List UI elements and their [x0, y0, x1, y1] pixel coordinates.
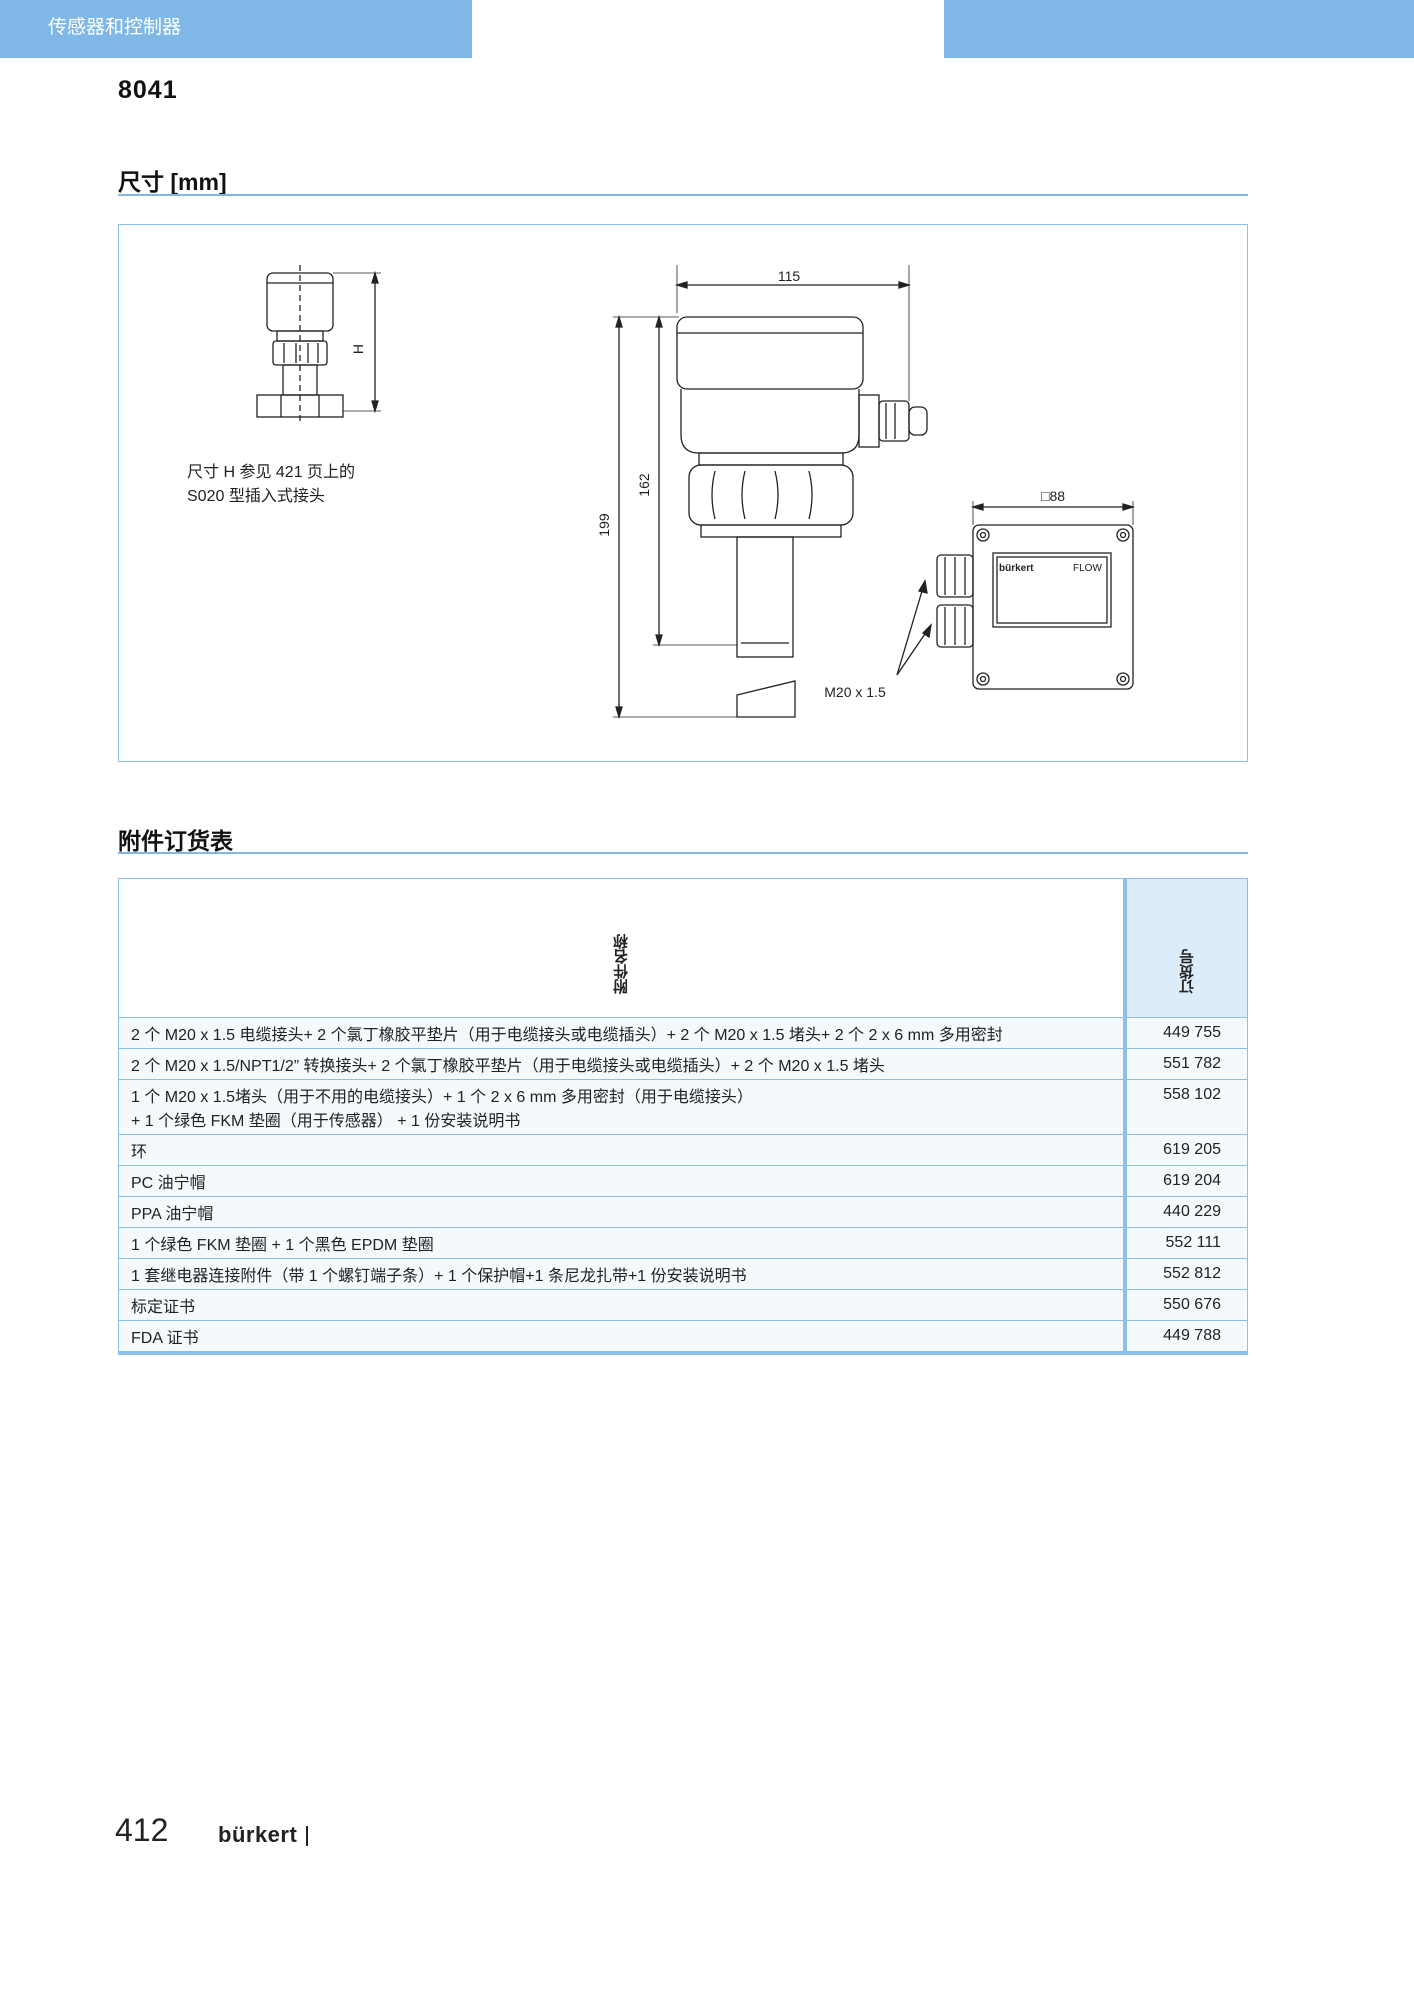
order-number: 551 782 [1123, 1048, 1248, 1080]
accessory-name-line-2: + 1 个绿色 FKM 垫圈（用于传感器） + 1 份安装说明书 [131, 1113, 521, 1130]
order-number: 449 755 [1123, 1017, 1248, 1049]
dim-199-label: 199 [596, 513, 612, 537]
accessory-name: 1 个 M20 x 1.5堵头（用于不用的电缆接头）+ 1 个 2 x 6 mm… [118, 1079, 1126, 1135]
thread-label: M20 x 1.5 [824, 684, 886, 700]
dim-h-label: H [350, 344, 366, 354]
order-number: 552 111 [1123, 1227, 1248, 1259]
flow-label: FLOW [1073, 563, 1102, 574]
accessory-name: 1 套继电器连接附件（带 1 个螺钉端子条）+ 1 个保护帽+1 条尼龙扎带+1… [118, 1258, 1126, 1290]
order-number: 619 204 [1123, 1165, 1248, 1197]
dim-162-label: 162 [636, 473, 652, 497]
order-number: 550 676 [1123, 1289, 1248, 1321]
accessories-table: 附件名称 订货号 2 个 M20 x 1.5 电缆接头+ 2 个氯丁橡胶平垫片（… [118, 878, 1248, 1355]
table-row: 1 个绿色 FKM 垫圈 + 1 个黑色 EPDM 垫圈 552 111 [118, 1227, 1248, 1259]
table-row: PC 油宁帽 619 204 [118, 1165, 1248, 1197]
header-band-right [944, 0, 1414, 58]
dimension-note-line-2: S020 型插入式接头 [187, 488, 325, 505]
front-logo: bürkert [999, 563, 1034, 574]
table-row: 1 个 M20 x 1.5堵头（用于不用的电缆接头）+ 1 个 2 x 6 mm… [118, 1079, 1248, 1135]
dimension-note: 尺寸 H 参见 421 页上的 S020 型插入式接头 [187, 461, 355, 509]
table-row: FDA 证书 449 788 [118, 1320, 1248, 1355]
accessory-name-line-1: 1 个 M20 x 1.5堵头（用于不用的电缆接头）+ 1 个 2 x 6 mm… [131, 1089, 753, 1106]
column-header-name-text: 附件名称 [612, 934, 630, 994]
table-row: 1 套继电器连接附件（带 1 个螺钉端子条）+ 1 个保护帽+1 条尼龙扎带+1… [118, 1258, 1248, 1290]
accessory-name: 1 个绿色 FKM 垫圈 + 1 个黑色 EPDM 垫圈 [118, 1227, 1126, 1259]
order-number: 440 229 [1123, 1196, 1248, 1228]
page-number: 412 [115, 1812, 169, 1848]
accessories-rule [118, 852, 1248, 854]
dim-88-label: □88 [1041, 488, 1065, 504]
table-row: 2 个 M20 x 1.5 电缆接头+ 2 个氯丁橡胶平垫片（用于电缆接头或电缆… [118, 1017, 1248, 1049]
transmitter-side-view [613, 265, 928, 720]
table-row: 环 619 205 [118, 1134, 1248, 1166]
dimensions-rule [118, 194, 1248, 196]
column-header-order-no-text: 订货号 [1178, 949, 1196, 994]
brand-logo: bürkert [218, 1822, 298, 1847]
column-header-order-no: 订货号 [1123, 878, 1248, 1018]
table-row: PPA 油宁帽 440 229 [118, 1196, 1248, 1228]
accessory-name: 2 个 M20 x 1.5/NPT1/2” 转换接头+ 2 个氯丁橡胶平垫片（用… [118, 1048, 1126, 1080]
dimensions-title: 尺寸 [mm] [118, 169, 227, 195]
model-number: 8041 [118, 76, 178, 104]
dimension-drawing-svg: H 115 162 199 □88 M20 x 1.5 bürkert FLOW [256, 265, 1136, 720]
header-band-left [0, 0, 472, 58]
accessory-name: FDA 证书 [118, 1320, 1126, 1355]
table-row: 标定证书 550 676 [118, 1289, 1248, 1321]
section-header-title: 传感器和控制器 [48, 17, 182, 38]
order-number: 449 788 [1123, 1320, 1248, 1355]
accessory-name: 2 个 M20 x 1.5 电缆接头+ 2 个氯丁橡胶平垫片（用于电缆接头或电缆… [118, 1017, 1126, 1049]
small-sensor-drawing [256, 265, 381, 425]
table-row: 2 个 M20 x 1.5/NPT1/2” 转换接头+ 2 个氯丁橡胶平垫片（用… [118, 1048, 1248, 1080]
dim-115-label: 115 [778, 268, 801, 284]
accessory-name: PC 油宁帽 [118, 1165, 1126, 1197]
accessory-name: 标定证书 [118, 1289, 1126, 1321]
transmitter-front-view [896, 501, 1136, 690]
column-header-name: 附件名称 [118, 878, 1126, 1018]
brand-divider [306, 1826, 308, 1846]
accessory-name: PPA 油宁帽 [118, 1196, 1126, 1228]
order-number: 552 812 [1123, 1258, 1248, 1290]
dimension-drawing: H 115 162 199 □88 M20 x 1.5 bürkert FLOW… [118, 224, 1248, 762]
accessory-name: 环 [118, 1134, 1126, 1166]
dimension-note-line-1: 尺寸 H 参见 421 页上的 [187, 464, 356, 481]
order-number: 619 205 [1123, 1134, 1248, 1166]
accessories-title: 附件订货表 [118, 828, 233, 854]
order-number: 558 102 [1123, 1079, 1248, 1135]
